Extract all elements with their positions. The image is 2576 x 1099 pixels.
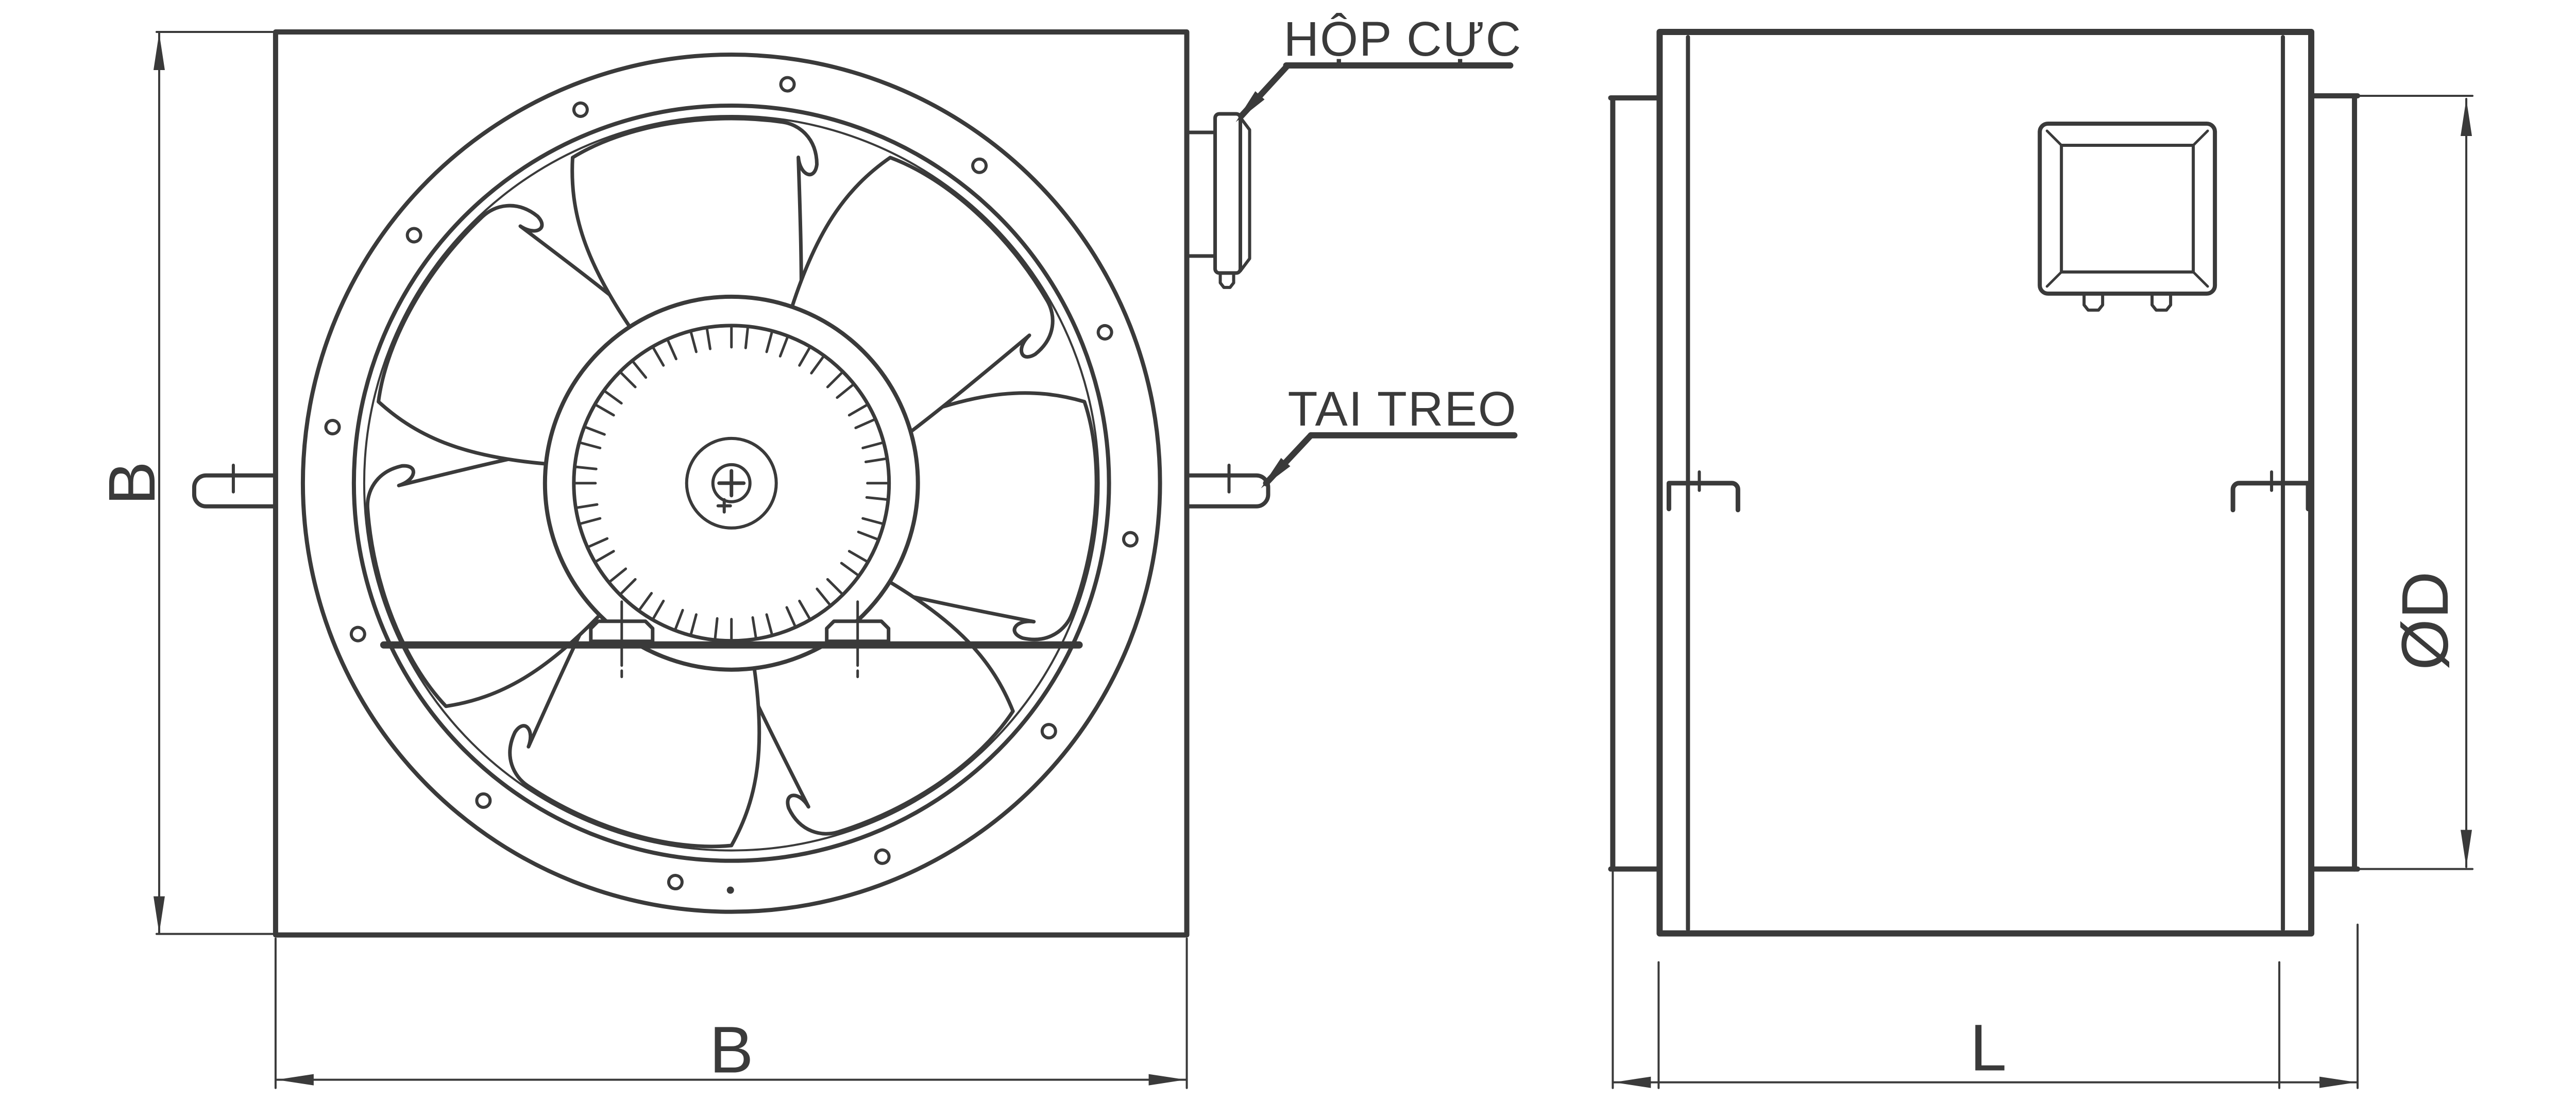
hanging-lug-left [192, 463, 278, 509]
duct-body [1656, 28, 2315, 937]
side-lug-right [2230, 470, 2311, 513]
dim-label-b-vertical: B [95, 461, 169, 505]
dimension-b-vertical: B [95, 30, 275, 935]
leader-arrow-icon [1235, 91, 1265, 122]
dimension-b-horizontal: B [274, 937, 1188, 1089]
dimension-d: ØD [2357, 94, 2474, 870]
dim-label-l: L [1970, 1011, 2007, 1085]
hanging-lug-right [1184, 463, 1270, 509]
label-hanging-lug: TAI TREO [1261, 382, 1518, 488]
flange-bolt-holes [325, 77, 1138, 894]
label-terminal-box: HỘP CỰC [1235, 12, 1522, 122]
motor-support-bar [380, 600, 1083, 679]
foot-centerlines [620, 600, 859, 679]
leader-arrow-icon [1261, 458, 1291, 488]
terminal-box-label: HỘP CỰC [1284, 12, 1522, 66]
dim-label-d: ØD [2388, 571, 2462, 670]
terminal-box-face [2038, 121, 2217, 312]
flange-left [1608, 95, 1663, 872]
side-lug-left [1666, 470, 1740, 513]
fan-frame [273, 29, 1190, 938]
cable-gland [2082, 292, 2105, 312]
cable-gland [2150, 292, 2173, 312]
hanging-lug-label: TAI TREO [1288, 382, 1517, 436]
side-view: ØD L [1608, 28, 2474, 1089]
dim-label-b-horizontal: B [709, 1013, 753, 1087]
front-view: B B HỘP CỰC TAI TREO [95, 12, 1522, 1089]
rivet-dot [726, 886, 734, 894]
terminal-box-profile [1186, 112, 1251, 289]
flange-right [2309, 93, 2361, 872]
cable-gland [1218, 271, 1235, 289]
motor-hub [543, 294, 920, 672]
fan-outer-ring [300, 52, 1162, 914]
dimension-l: L [1612, 870, 2359, 1089]
center-mark-icon [716, 469, 746, 514]
